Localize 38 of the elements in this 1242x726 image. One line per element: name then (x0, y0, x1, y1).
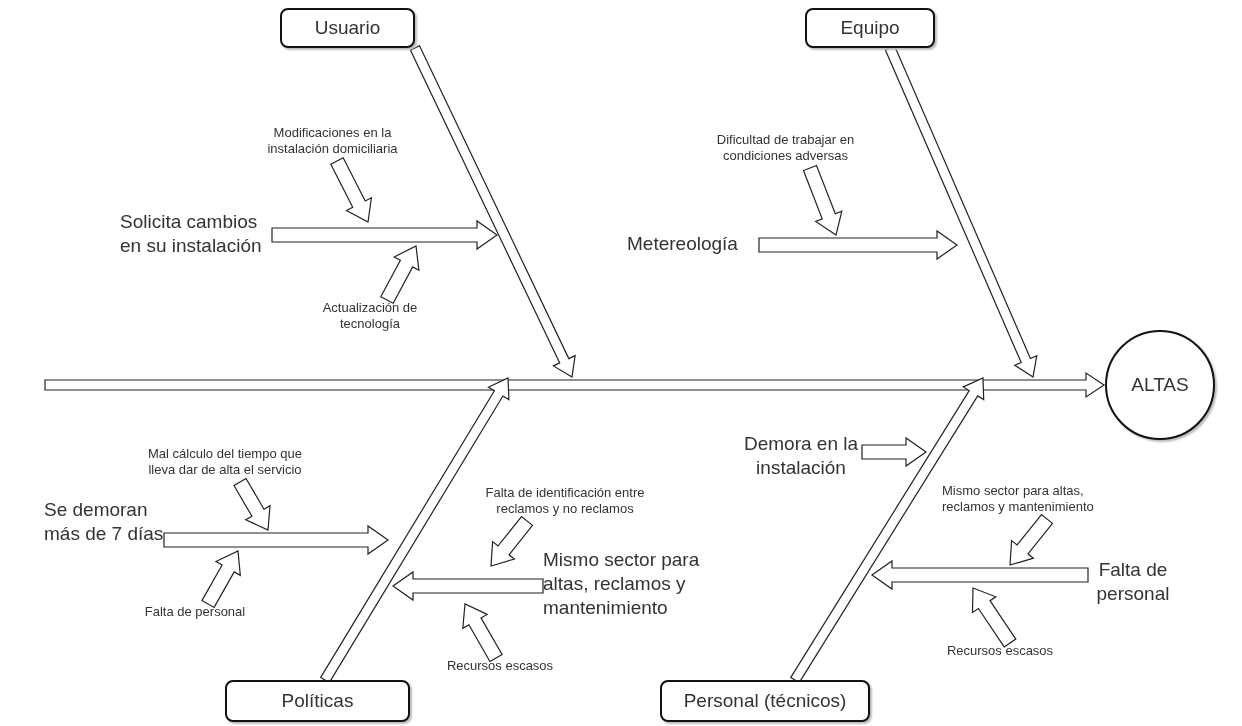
cause-text: Actualización de tecnología (320, 300, 420, 336)
arrow (409, 45, 576, 378)
arrow (462, 603, 503, 663)
arrow (233, 477, 271, 531)
arrow (861, 436, 928, 468)
cause-text: Mismo sector para altas, reclamos y mantenimiento (543, 548, 748, 623)
cause-text: Mal cálculo del tiempo que lleva dar de alta el servicio (135, 446, 315, 482)
cause-text: Falta de identificación entre reclamos y no reclamos (480, 485, 650, 521)
cause-text: Recursos escasos (420, 658, 580, 678)
arrow (802, 164, 843, 236)
cause-text: Falta de personal (1088, 558, 1178, 612)
arrow (163, 524, 390, 556)
cause-text: Demora en la instalación (740, 432, 862, 486)
cause-text: Metereología (627, 232, 759, 258)
arrow (330, 157, 373, 223)
category-box: Políticas (225, 680, 410, 722)
category-box: Personal (técnicos) (660, 680, 870, 722)
category-box: Equipo (805, 8, 935, 48)
cause-text: Recursos escasos (925, 643, 1075, 663)
arrow (971, 587, 1017, 648)
effect-circle: ALTAS (1105, 330, 1215, 440)
arrow (391, 570, 544, 602)
arrow (201, 550, 241, 609)
cause-text: Modificaciones en la instalación domiciliaria (250, 125, 415, 161)
cause-text: Dificultad de trabajar en condiciones adversas (708, 132, 863, 168)
cause-text: Falta de personal (120, 604, 270, 624)
arrow (1009, 513, 1054, 566)
arrow (271, 219, 499, 251)
arrow (490, 515, 534, 567)
arrow (44, 371, 1106, 399)
cause-text: Solicita cambios en su instalación (120, 210, 272, 260)
cause-text: Mismo sector para altas, reclamos y mantenimiento (942, 483, 1114, 519)
arrow (870, 559, 1089, 591)
cause-text: Se demoran más de 7 días (44, 498, 164, 552)
arrow (884, 45, 1038, 378)
arrow (380, 245, 420, 305)
category-box: Usuario (280, 8, 415, 48)
arrow (758, 229, 959, 261)
